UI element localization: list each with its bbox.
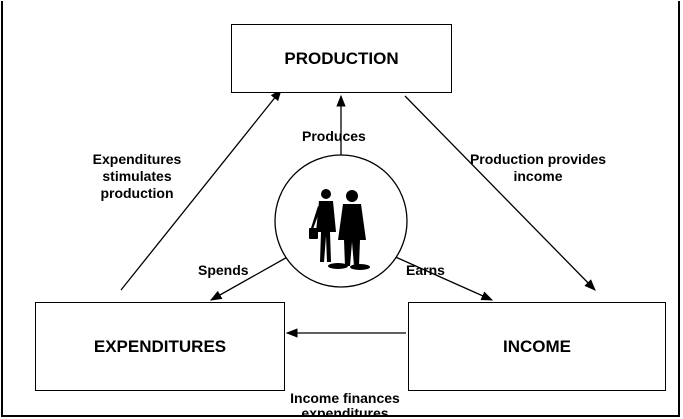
arrow-earns bbox=[390, 254, 494, 301]
business-people-walking-icon bbox=[309, 189, 370, 270]
spends-label: Spends bbox=[198, 262, 249, 278]
produces-label: Produces bbox=[302, 128, 366, 144]
income-label: INCOME bbox=[503, 336, 571, 356]
arrow-production-to-income bbox=[404, 95, 596, 291]
arrow-expenditures-to-production bbox=[120, 89, 282, 291]
production-provides-label: Production provides income bbox=[469, 151, 607, 184]
income-node: INCOME bbox=[408, 302, 666, 391]
production-node: PRODUCTION bbox=[231, 24, 452, 93]
expenditures-label: EXPENDITURES bbox=[93, 336, 227, 356]
production-label: PRODUCTION bbox=[284, 48, 399, 68]
income-finances-label: Income finances expenditures bbox=[290, 391, 400, 417]
arrow-spends bbox=[209, 254, 292, 301]
earns-label: Earns bbox=[406, 262, 445, 278]
expenditures-node: EXPENDITURES bbox=[35, 302, 285, 391]
expenditures-stimulates-label: Expenditures stimulates production bbox=[92, 151, 182, 201]
